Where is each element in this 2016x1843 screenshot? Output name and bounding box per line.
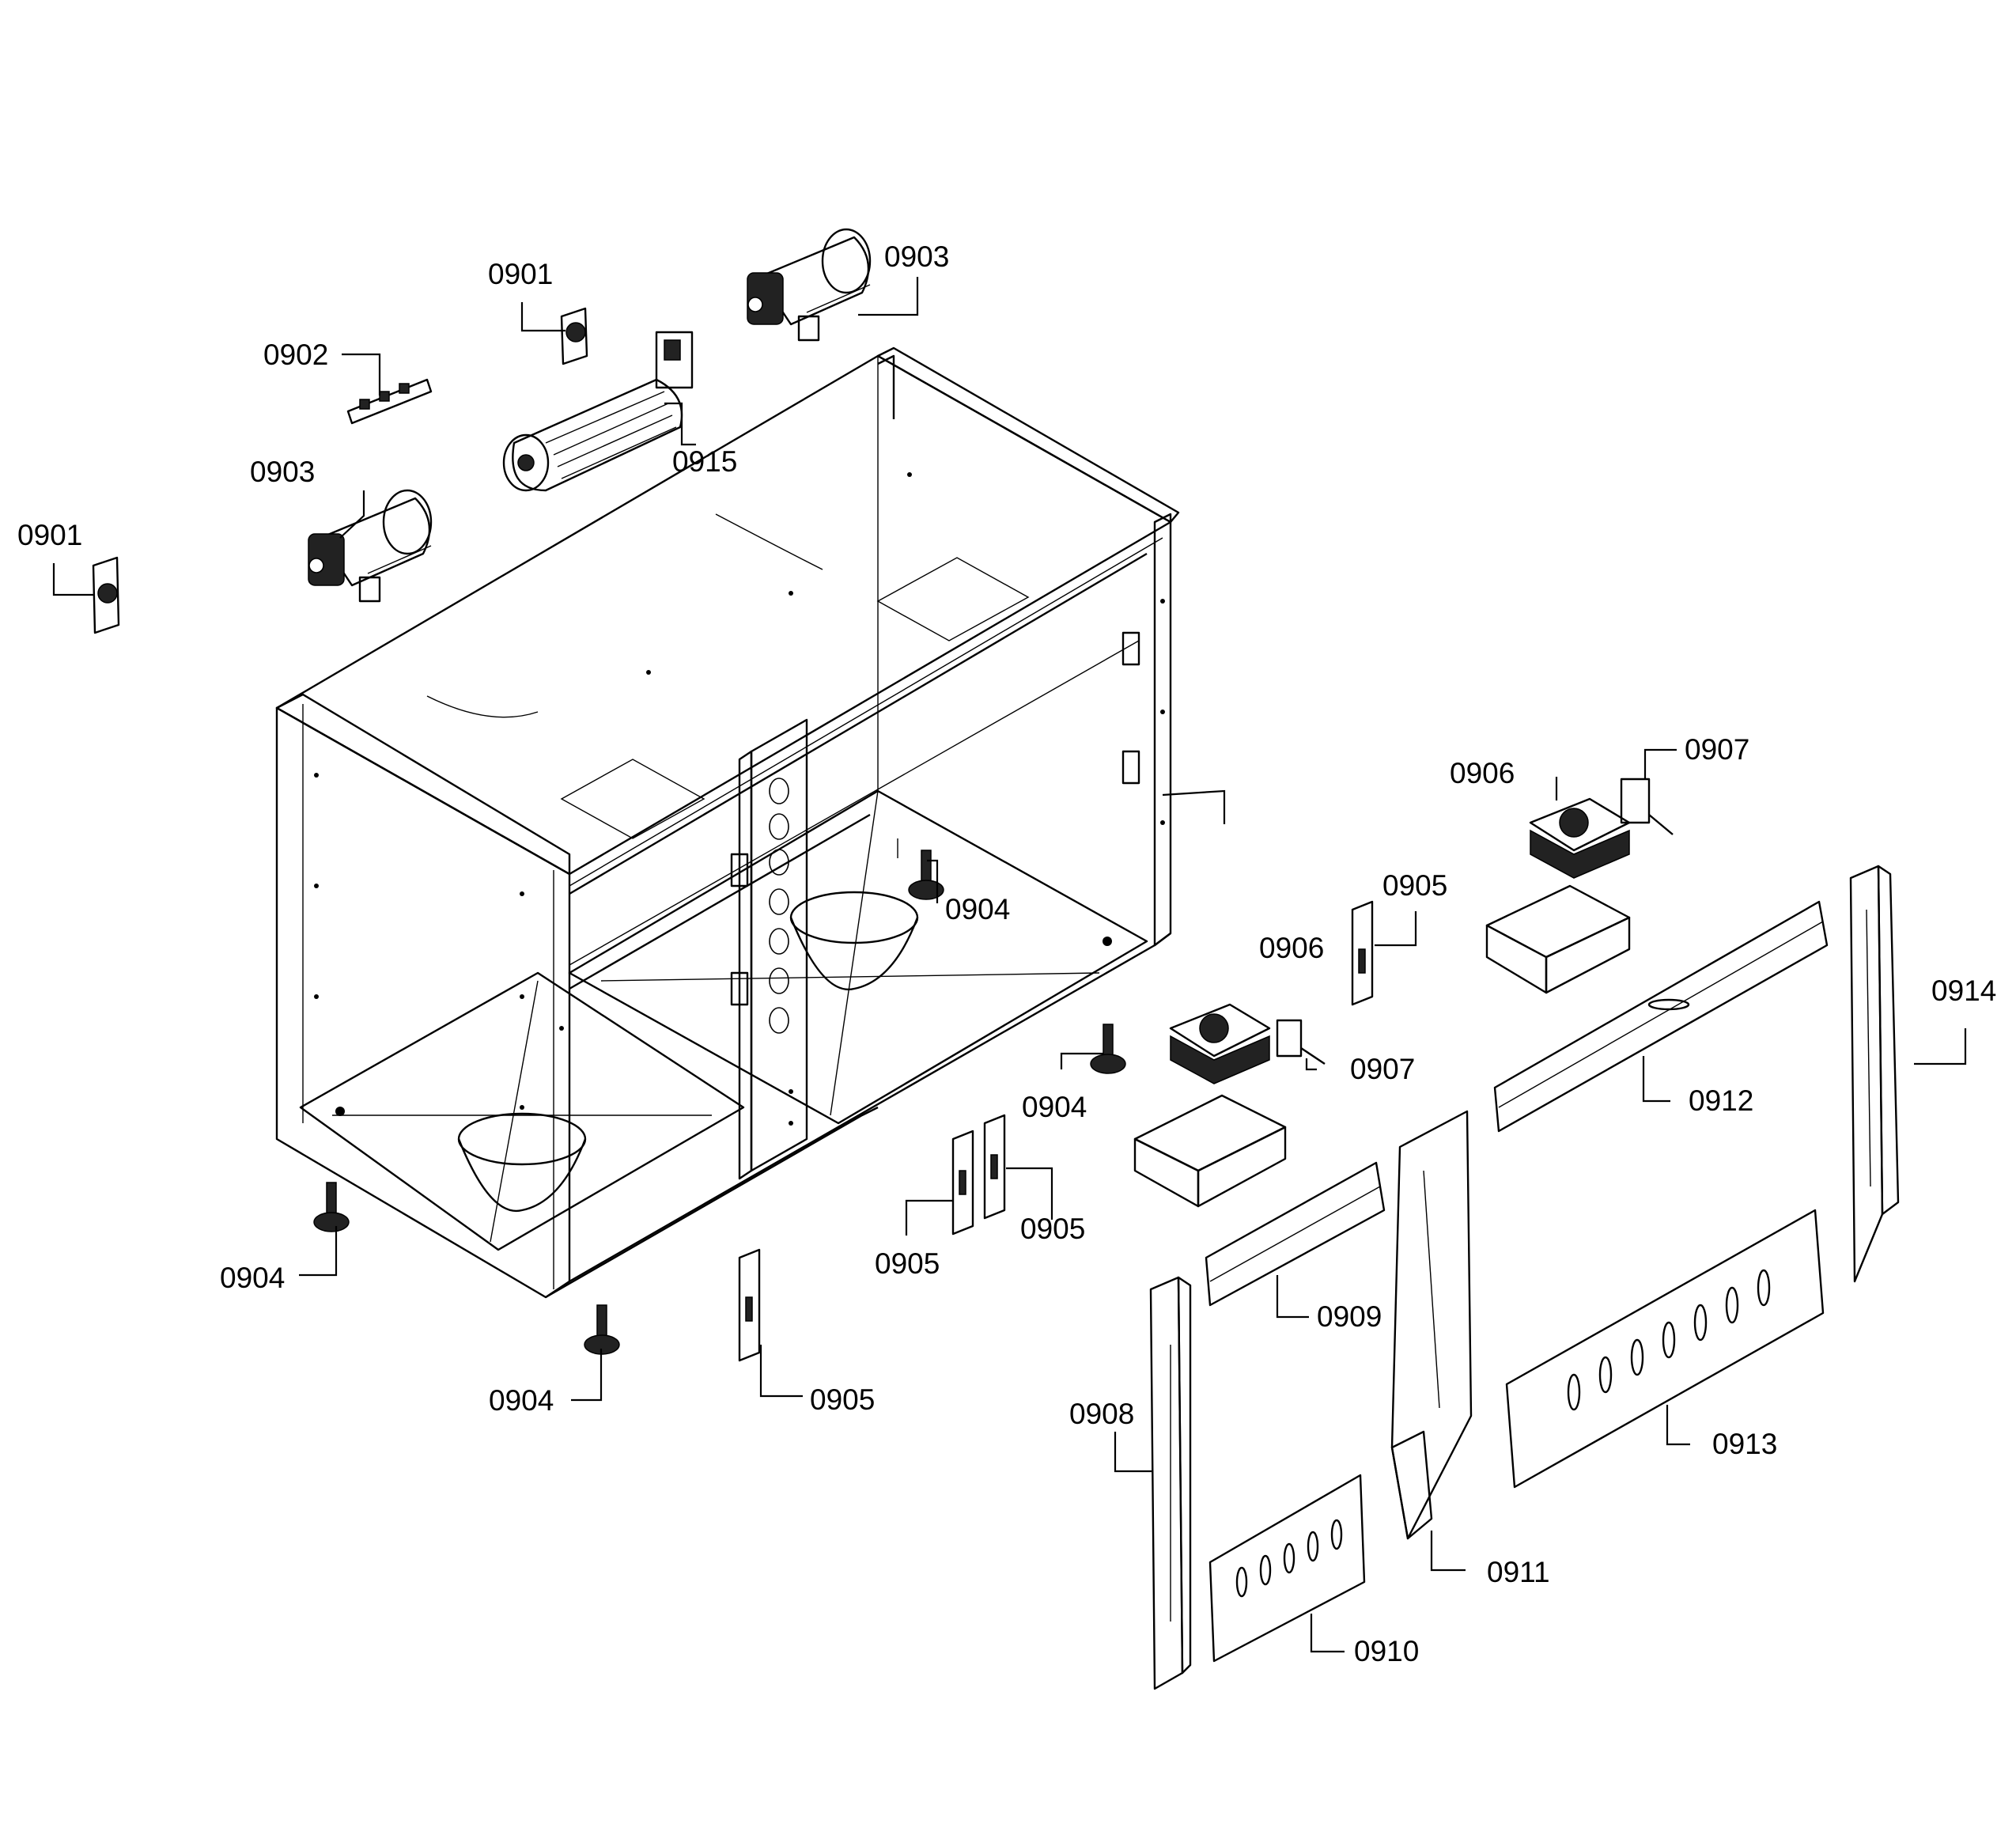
panel-0909 — [1205, 1161, 1386, 1307]
panel-0911 — [1390, 1110, 1473, 1540]
hinge-1 — [1351, 900, 1374, 1006]
controller-box-upper — [1485, 884, 1631, 994]
callout-0904-bottom: 0904 — [489, 1384, 554, 1417]
callout-0906-upper: 0906 — [1450, 757, 1515, 789]
panel-0910 — [1208, 1474, 1366, 1663]
leveling-foot-4 — [584, 1304, 620, 1355]
leveling-foot-3 — [313, 1182, 350, 1232]
callout-0908: 0908 — [1069, 1398, 1134, 1430]
controller-box-lower — [1133, 1094, 1287, 1208]
callout-0907-upper: 0907 — [1685, 733, 1749, 766]
callout-0904-right: 0904 — [1022, 1091, 1087, 1123]
callout-0910: 0910 — [1354, 1635, 1419, 1667]
thermostat-lower — [92, 556, 120, 634]
callout-0915: 0915 — [672, 445, 737, 478]
callout-0904-top: 0904 — [945, 893, 1010, 925]
tangential-blower — [502, 331, 694, 492]
sensor-upper — [1620, 778, 1674, 835]
panel-0914 — [1849, 865, 1900, 1283]
hinge-2 — [951, 1130, 974, 1236]
callout-0912: 0912 — [1689, 1084, 1753, 1117]
hinge-4 — [738, 1248, 761, 1362]
callout-0905-bottom: 0905 — [810, 1383, 875, 1416]
fan-motor-lower — [308, 489, 433, 603]
sensor-lower — [1276, 1019, 1326, 1065]
fan-motor-upper — [747, 228, 872, 342]
leveling-foot-2 — [1090, 1024, 1126, 1074]
callout-0913: 0913 — [1712, 1428, 1777, 1460]
panel-0913 — [1505, 1209, 1825, 1489]
callout-0905-mid-right: 0905 — [1020, 1213, 1085, 1245]
callout-0903-lower: 0903 — [250, 456, 315, 488]
thermostat-upper — [560, 307, 588, 365]
callout-0905-upper: 0905 — [1382, 869, 1447, 902]
cabinet-frame — [275, 346, 1180, 1299]
controller-lower — [1169, 1003, 1271, 1084]
hinge-3 — [983, 1114, 1006, 1220]
callout-0907-lower: 0907 — [1350, 1053, 1415, 1085]
callout-0911: 0911 — [1487, 1556, 1550, 1588]
callout-0904-left: 0904 — [220, 1262, 285, 1294]
panel-0912 — [1493, 900, 1829, 1133]
callout-0901-upper: 0901 — [488, 258, 553, 290]
callout-0909: 0909 — [1317, 1300, 1382, 1333]
callout-0914: 0914 — [1931, 974, 1996, 1007]
callout-0902: 0902 — [263, 339, 328, 371]
callout-0905-mid-left: 0905 — [875, 1247, 940, 1280]
controller-upper — [1529, 797, 1631, 879]
callout-0906-lower: 0906 — [1259, 932, 1324, 964]
callout-0903-upper: 0903 — [884, 240, 949, 273]
terminal-block — [346, 378, 433, 425]
callout-labels: 0901 0901 0902 0903 0903 0915 0904 0904 … — [17, 240, 1996, 1667]
panel-0908 — [1149, 1276, 1192, 1690]
callout-0901-lower: 0901 — [17, 519, 82, 551]
leveling-foot-1 — [897, 838, 944, 900]
leader-lines — [52, 277, 1967, 1653]
